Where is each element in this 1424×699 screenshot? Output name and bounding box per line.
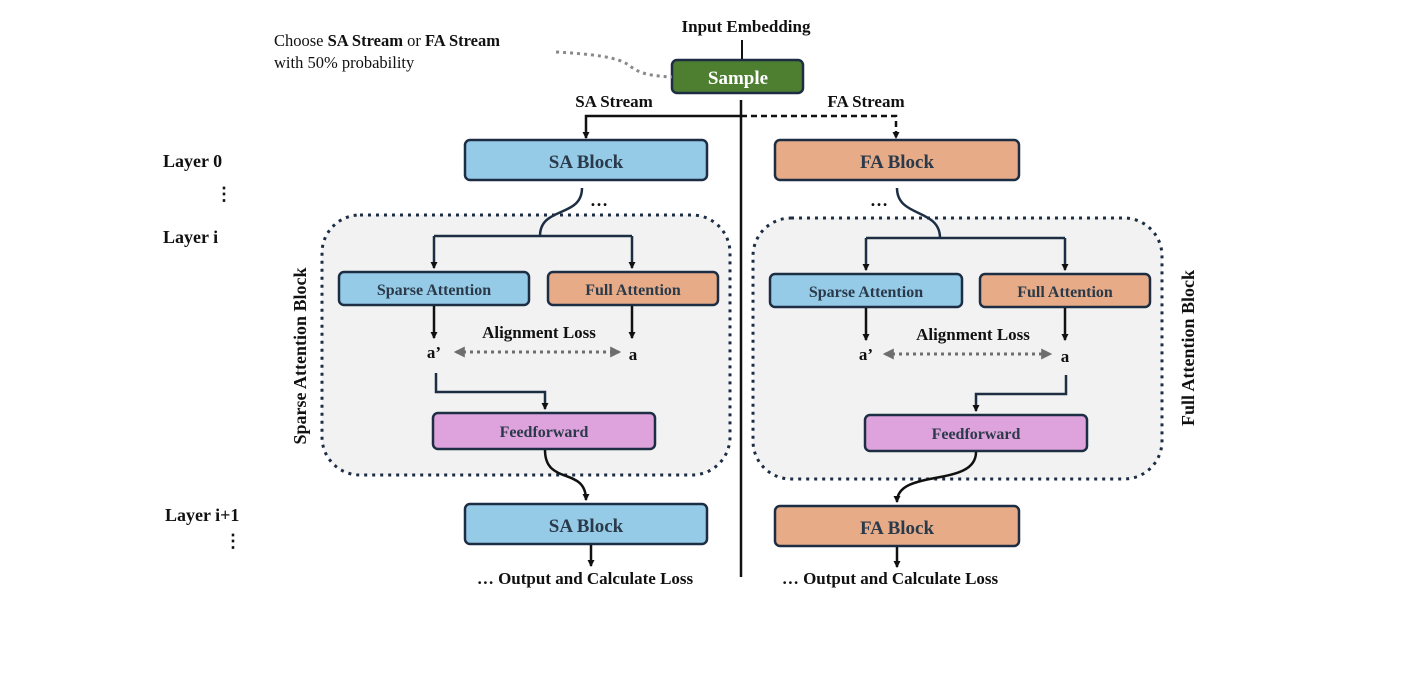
layer-i-plus-1-label: Layer i+1 — [165, 505, 239, 525]
sa-full-attention-label: Full Attention — [585, 282, 681, 299]
fa-stream-label: FA Stream — [827, 92, 904, 111]
full-attention-block-label: Full Attention Block — [1178, 270, 1198, 426]
note-connector — [555, 50, 673, 79]
fa-ff-out-arrow — [893, 451, 978, 504]
sa-a-prime: a’ — [427, 343, 441, 362]
sa-sparse-attention-label: Sparse Attention — [377, 282, 491, 299]
sa-stream-arrow — [582, 114, 741, 140]
fa-feedforward-box — [863, 413, 1089, 453]
sa-full-attention-box — [546, 270, 720, 307]
fa-ellipsis: … — [870, 190, 888, 210]
layer-i-label: Layer i — [163, 227, 218, 247]
sample-label: Sample — [708, 68, 768, 89]
fa-a-to-ff-arrow — [972, 375, 1068, 413]
fa-block-top — [773, 138, 1021, 182]
probability-note-line2: with 50% probability — [274, 53, 415, 72]
sparse-attention-block-label: Sparse Attention Block — [290, 267, 310, 444]
fa-a-prime: a’ — [859, 345, 873, 364]
sa-alignment-loss-label: Alignment Loss — [482, 323, 596, 342]
fa-column: FA Block … Full Attention Block Sparse A… — [751, 138, 1198, 588]
sa-column: SA Block … Sparse Attention Block Sparse… — [290, 138, 732, 588]
fa-stream-arrow — [741, 114, 900, 140]
layer-dots-upper: ⋮ — [215, 184, 233, 204]
layer-0-label: Layer 0 — [163, 151, 222, 171]
sample-node: Sample — [670, 58, 805, 95]
sa-stream-label: SA Stream — [575, 92, 653, 111]
sa-output-label: … Output and Calculate Loss — [477, 569, 694, 588]
fa-full-attention-label: Full Attention — [1017, 284, 1113, 301]
sa-aprime-to-ff-arrow — [434, 373, 549, 411]
sa-entry-curve — [538, 187, 584, 237]
input-embedding-label: Input Embedding — [682, 17, 811, 36]
fa-alignment-loss-label: Alignment Loss — [916, 325, 1030, 344]
sa-ff-out-arrow — [543, 449, 590, 502]
fa-a: a — [1061, 347, 1070, 366]
sa-block-bottom — [463, 502, 709, 546]
sa-a: a — [629, 345, 638, 364]
sa-block-top-label: SA Block — [549, 152, 624, 173]
sa-sparse-attention-box — [337, 270, 531, 307]
probability-note-line1: Choose SA Stream or FA Stream — [274, 31, 500, 50]
sa-block-bottom-label: SA Block — [549, 516, 624, 537]
sa-ellipsis: … — [590, 190, 608, 210]
fa-entry-curve — [895, 187, 942, 239]
fa-sparse-attention-box — [768, 272, 964, 309]
sa-feedforward-label: Feedforward — [500, 424, 589, 441]
sa-block-top — [463, 138, 709, 182]
fa-block-bottom — [773, 504, 1021, 548]
fa-block-top-label: FA Block — [860, 152, 935, 173]
layer-dots-lower: ⋮ — [224, 531, 242, 551]
fa-full-attention-box — [978, 272, 1152, 309]
fa-feedforward-label: Feedforward — [932, 426, 1021, 443]
fa-output-label: … Output and Calculate Loss — [782, 569, 999, 588]
fa-sparse-attention-label: Sparse Attention — [809, 284, 923, 301]
fa-block-bottom-label: FA Block — [860, 518, 935, 539]
sa-feedforward-box — [431, 411, 657, 451]
